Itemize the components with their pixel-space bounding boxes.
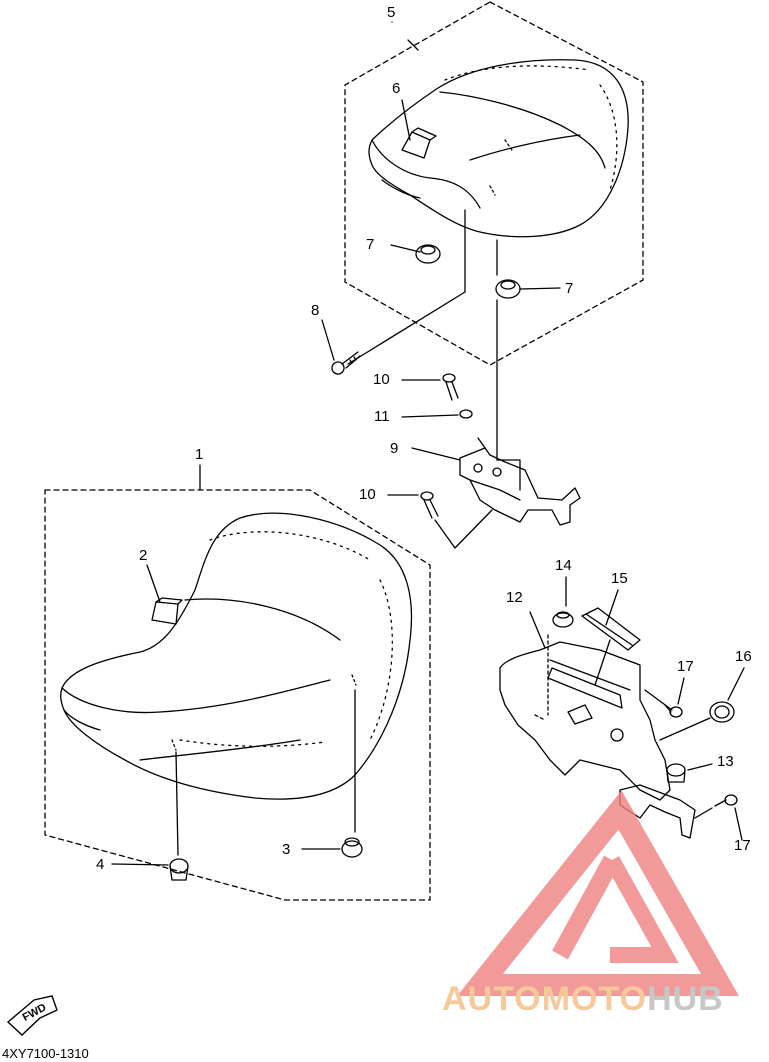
cover-12 [499,641,696,839]
watermark-text-part2: HUB [647,980,724,1018]
screw-17-lower [714,794,738,807]
damper-7-left [415,244,441,264]
callout-10-upper: 10 [373,371,390,388]
callout-8: 8 [311,302,320,319]
callout-4: 4 [96,856,105,873]
collar-4 [169,858,189,881]
callout-15: 15 [611,570,628,587]
callout-9: 9 [390,440,399,457]
fwd-arrow: FWD [6,995,58,1036]
callout-14: 14 [555,557,572,574]
bolt-10-upper [442,373,459,401]
passenger-seat-boundary [344,1,644,366]
watermark-text-part1: AUTOMOTO [442,980,648,1018]
rider-seat-boundary [44,489,431,901]
callout-13: 13 [717,753,734,770]
callout-16: 16 [735,648,752,665]
callout-6: 6 [392,80,401,97]
callout-3: 3 [282,841,291,858]
grommet-16 [709,701,735,723]
bolt-10-lower [420,491,439,519]
callout-5: 5 [387,4,396,21]
callout-1: 1 [195,446,204,463]
callout-11: 11 [374,408,390,425]
bracket-9 [459,437,581,526]
callout-12: 12 [506,589,523,606]
callout-17-upper: 17 [677,658,694,675]
automotohub-logo [457,790,739,996]
callout-7-left: 7 [366,236,375,253]
bolt-8 [331,351,361,375]
callout-10-lower: 10 [359,486,376,503]
washer-11 [459,409,473,419]
rider-seat [60,512,413,800]
band-15 [581,607,641,651]
part-code: 4XY7100-1310 [2,1046,89,1061]
callout-17-lower: 17 [734,837,751,854]
watermark-text: AUTOMOTOHUB [442,980,724,1019]
grommet-14 [552,611,574,628]
callout-2: 2 [139,547,148,564]
damper-7-right [495,279,521,299]
damper-3 [341,837,363,858]
grommet-13 [666,763,686,783]
passenger-seat [368,59,629,238]
callout-7-right: 7 [565,280,574,297]
